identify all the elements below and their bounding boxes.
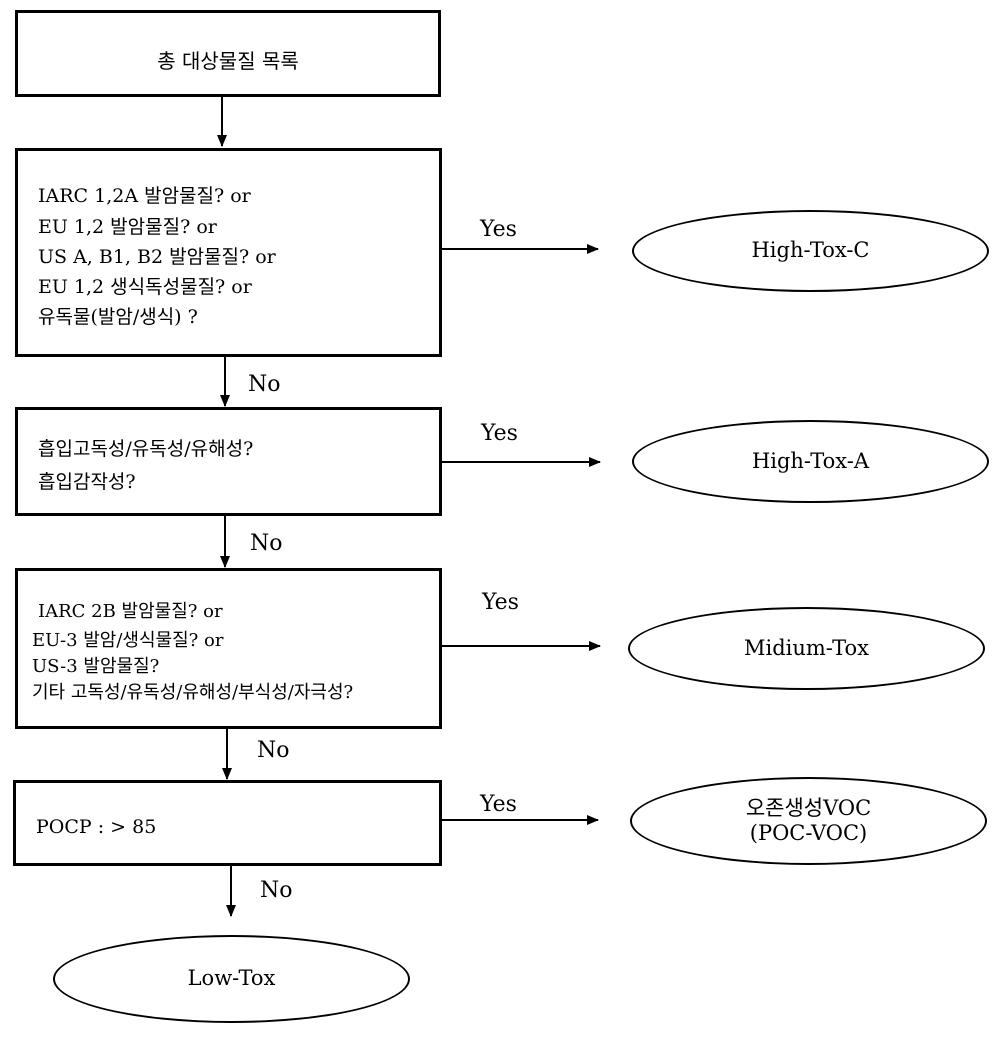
outcome-4-label-1: 오존생성VOC	[745, 795, 872, 820]
start-box: 총 대상물질 목록	[15, 10, 441, 97]
no-label-4: No	[260, 878, 293, 903]
yes-label-1: Yes	[480, 217, 517, 242]
outcome-high-tox-a: High-Tox-A	[632, 420, 989, 503]
outcome-2-label: High-Tox-A	[751, 448, 870, 473]
decision-1-line-4: EU 1,2 생식독성물질? or	[38, 276, 252, 298]
decision-box-4: POCP : > 85	[13, 780, 442, 866]
yes-label-3: Yes	[482, 590, 519, 615]
decision-2-line-2: 흡입감작성?	[38, 471, 136, 493]
outcome-poc-voc: 오존생성VOC (POC-VOC)	[630, 777, 987, 865]
no-label-1: No	[248, 372, 281, 397]
decision-box-1: IARC 1,2A 발암물질? or EU 1,2 발암물질? or US A,…	[15, 148, 442, 357]
decision-3-line-4: 기타 고독성/유독성/유해성/부식성/자극성?	[32, 682, 354, 703]
decision-1-line-1: IARC 1,2A 발암물질? or	[38, 185, 251, 207]
end-node-low-tox: Low-Tox	[53, 935, 410, 1023]
end-node-label: Low-Tox	[187, 966, 276, 991]
decision-1-line-3: US A, B1, B2 발암물질? or	[38, 246, 276, 268]
decision-box-2: 흡입고독성/유독성/유해성? 흡입감작성?	[15, 407, 442, 516]
outcome-high-tox-c: High-Tox-C	[632, 210, 989, 292]
yes-label-4: Yes	[480, 792, 517, 817]
decision-3-line-1: IARC 2B 발암물질? or	[38, 601, 223, 622]
outcome-4-label-2: (POC-VOC)	[749, 821, 868, 845]
outcome-midium-tox: Midium-Tox	[628, 607, 985, 690]
decision-4-line-1: POCP : > 85	[36, 816, 157, 838]
outcome-1-label: High-Tox-C	[751, 238, 870, 263]
no-label-2: No	[250, 531, 283, 556]
yes-label-2: Yes	[481, 421, 518, 446]
decision-3-line-2: EU-3 발암/생식물질? or	[32, 630, 224, 651]
decision-1-line-2: EU 1,2 발암물질? or	[38, 216, 217, 238]
outcome-3-label: Midium-Tox	[743, 635, 870, 660]
no-label-3: No	[257, 738, 290, 763]
decision-box-3: IARC 2B 발암물질? or EU-3 발암/생식물질? or US-3 발…	[15, 568, 442, 729]
decision-3-line-3: US-3 발암물질?	[32, 656, 160, 677]
decision-2-line-1: 흡입고독성/유독성/유해성?	[38, 438, 254, 460]
start-box-label: 총 대상물질 목록	[157, 49, 299, 73]
decision-1-line-5: 유독물(발암/생식) ?	[38, 306, 198, 328]
